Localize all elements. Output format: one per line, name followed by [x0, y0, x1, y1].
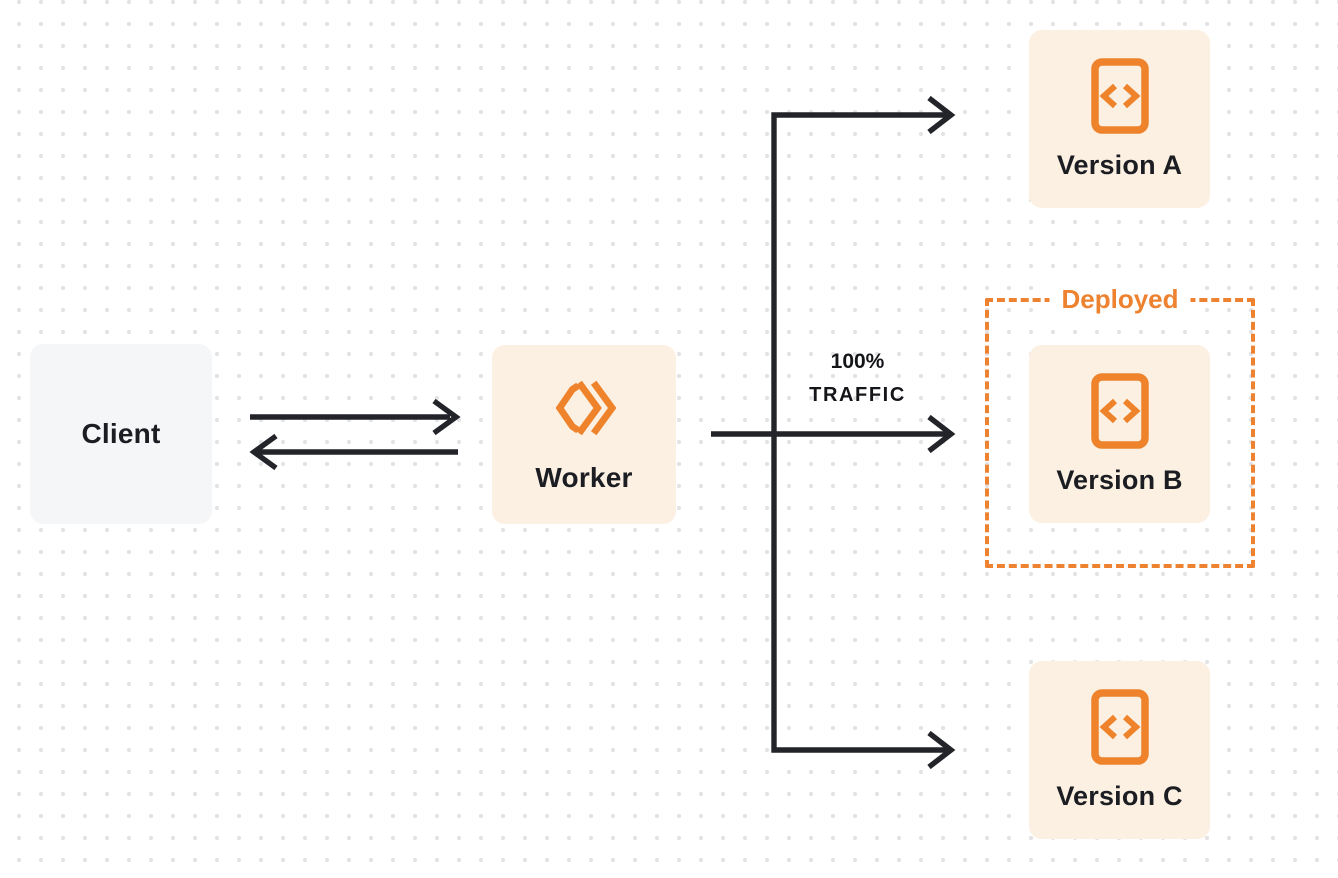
- version-b-node: Version B: [1029, 345, 1210, 523]
- deployed-label: Deployed: [1049, 284, 1191, 315]
- client-node: Client: [30, 344, 212, 524]
- workers-chevrons-icon: [555, 380, 617, 435]
- version-a-label: Version A: [1056, 149, 1183, 180]
- version-a-arrowhead-icon: [927, 95, 956, 135]
- code-file-icon: [1090, 372, 1149, 449]
- worker-label: Worker: [535, 461, 633, 493]
- version-c-arrowhead-icon: [927, 730, 956, 770]
- client-label: Client: [81, 418, 161, 449]
- version-c-label: Version C: [1056, 780, 1183, 811]
- version-b-arrowhead-icon: [927, 414, 956, 454]
- worker-to-client-arrowhead-icon: [249, 433, 278, 471]
- code-file-icon: [1090, 688, 1149, 765]
- traffic-branch-line: [771, 112, 947, 753]
- deployed-frame: Deployed: [985, 284, 1255, 568]
- client-to-worker-arrowhead-icon: [432, 398, 461, 436]
- traffic-percent-label: 100%: [830, 350, 885, 373]
- version-a-node: Version A: [1029, 30, 1210, 208]
- code-file-icon: [1090, 57, 1149, 134]
- worker-node: Worker: [492, 345, 676, 524]
- traffic-annotation: 100% TRAFFIC: [780, 350, 935, 407]
- traffic-word-label: TRAFFIC: [809, 384, 906, 406]
- version-b-label: Version B: [1056, 464, 1183, 495]
- version-c-node: Version C: [1029, 661, 1210, 839]
